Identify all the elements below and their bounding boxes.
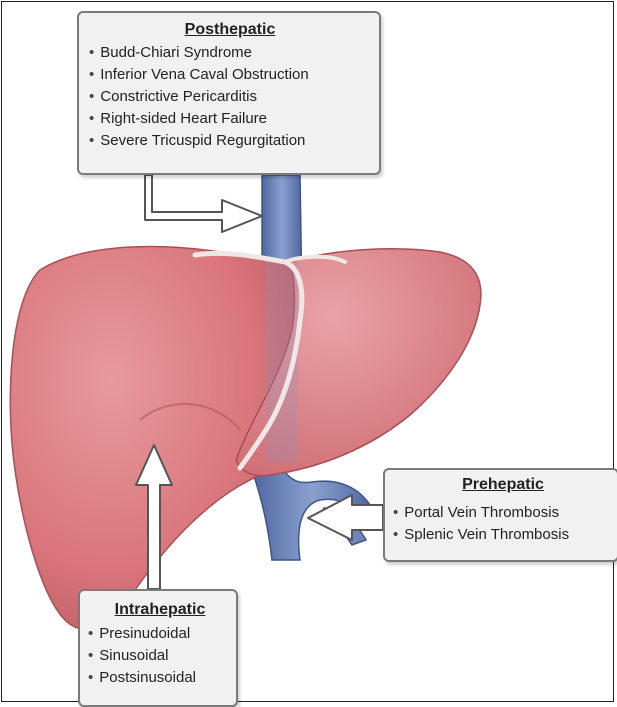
list-item: Splenic Vein Thrombosis (393, 524, 613, 546)
list-item: Postsinusoidal (88, 667, 232, 689)
intrahepatic-box: Intrahepatic Presinudoidal Sinusoidal Po… (78, 589, 238, 707)
list-item: Inferior Vena Caval Obstruction (89, 64, 371, 86)
list-item: Severe Tricuspid Regurgitation (89, 130, 371, 152)
intrahepatic-list: Presinudoidal Sinusoidal Postsinusoidal (88, 623, 232, 689)
posthepatic-list: Budd-Chiari Syndrome Inferior Vena Caval… (89, 42, 371, 152)
posthepatic-arrow (145, 175, 262, 232)
list-item: Portal Vein Thrombosis (393, 502, 613, 524)
list-item: Budd-Chiari Syndrome (89, 42, 371, 64)
posthepatic-title: Posthepatic (89, 21, 371, 39)
list-item: Constrictive Pericarditis (89, 86, 371, 108)
posthepatic-box: Posthepatic Budd-Chiari Syndrome Inferio… (77, 11, 381, 175)
list-item: Sinusoidal (88, 645, 232, 667)
prehepatic-arrow (308, 495, 383, 540)
list-item: Right-sided Heart Failure (89, 108, 371, 130)
list-item: Presinudoidal (88, 623, 232, 645)
prehepatic-box: Prehepatic Portal Vein Thrombosis Spleni… (383, 468, 617, 562)
intrahepatic-title: Intrahepatic (88, 601, 232, 619)
prehepatic-list: Portal Vein Thrombosis Splenic Vein Thro… (393, 502, 613, 546)
prehepatic-title: Prehepatic (393, 476, 613, 494)
